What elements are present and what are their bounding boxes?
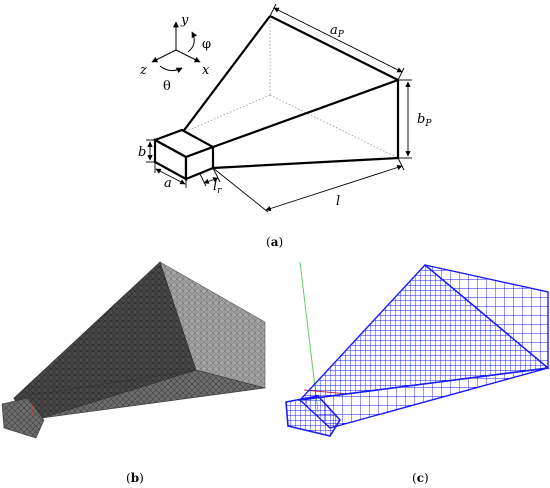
z-axis-arrow (151, 49, 177, 63)
horn-outline (181, 15, 400, 170)
y-axis-label: y (180, 13, 189, 28)
phi-label: φ (202, 37, 211, 52)
waveguide-box (152, 128, 216, 181)
theta-label: θ (163, 79, 171, 94)
panel-b-tetrahedral-mesh: (b) (1, 261, 266, 485)
bp-label: bP (417, 112, 432, 129)
a-label: a (164, 176, 172, 191)
l-label: l (336, 194, 340, 209)
hidden-edges (181, 16, 399, 159)
grid-c-diagonal-edge (424, 264, 549, 369)
x-axis-label: x (202, 63, 210, 78)
x-axis-arrow (175, 49, 201, 63)
grid-c-waveguide (285, 395, 342, 437)
phi-arc-arrow (187, 31, 198, 53)
caption-a: (a) (266, 235, 283, 249)
lr-label: lr (213, 179, 222, 196)
panel-c-hexahedral-grid: (c) (285, 261, 550, 485)
mesh-b-waveguide (1, 397, 45, 439)
caption-c: (c) (412, 471, 429, 485)
panel-a-horn-diagram: y x z φ θ (138, 3, 432, 249)
b-label: b (138, 145, 146, 160)
ap-label: aP (330, 23, 345, 40)
coordinate-axes: y x z φ θ (139, 13, 211, 94)
dimension-lines (146, 3, 412, 213)
z-axis-label: z (139, 63, 147, 78)
theta-arc-arrow (159, 65, 183, 74)
caption-b: (b) (126, 471, 144, 485)
